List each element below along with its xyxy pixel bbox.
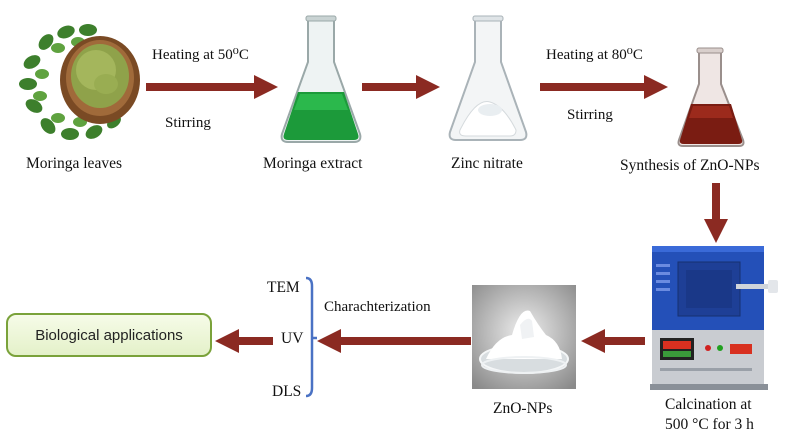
calcination-label-line1: Calcination at <box>665 396 752 413</box>
zinc-nitrate-label: Zinc nitrate <box>451 155 523 172</box>
moringa-extract-label: Moringa extract <box>263 155 363 172</box>
biological-applications-box: Biological applications <box>6 313 212 357</box>
arrow-left-2 <box>317 329 471 353</box>
arrow-right-2 <box>362 75 440 99</box>
arrow-right-1 <box>146 75 278 99</box>
technique-dls: DLS <box>272 383 302 400</box>
stirring-1-label: Stirring <box>165 115 211 131</box>
heating-80-label: Heating at 80⁰C <box>546 47 643 63</box>
synthesis-flask <box>677 47 745 147</box>
calcination-label-line2: 500 °C for 3 h <box>665 416 754 433</box>
technique-bracket <box>305 276 317 398</box>
zno-nps-label: ZnO-NPs <box>493 400 553 417</box>
synthesis-label: Synthesis of ZnO-NPs <box>620 157 760 174</box>
arrow-right-3 <box>540 75 668 99</box>
biological-applications-label: Biological applications <box>35 326 183 344</box>
technique-uv: UV <box>281 330 304 347</box>
heating-50-label: Heating at 50⁰C <box>152 47 249 63</box>
arrow-left-3 <box>215 329 273 353</box>
arrow-down <box>704 183 728 243</box>
moringa-leaves-label: Moringa leaves <box>26 155 122 172</box>
zinc-nitrate-flask <box>448 15 528 141</box>
zno-nps-dish-image <box>472 285 576 389</box>
moringa-extract-flask <box>280 15 362 143</box>
stirring-2-label: Stirring <box>567 107 613 123</box>
arrow-left-1 <box>581 329 645 353</box>
muffle-furnace-image <box>650 246 778 390</box>
moringa-leaves-image <box>19 24 140 140</box>
characterization-label: Charachterization <box>324 299 431 315</box>
technique-tem: TEM <box>267 279 300 296</box>
